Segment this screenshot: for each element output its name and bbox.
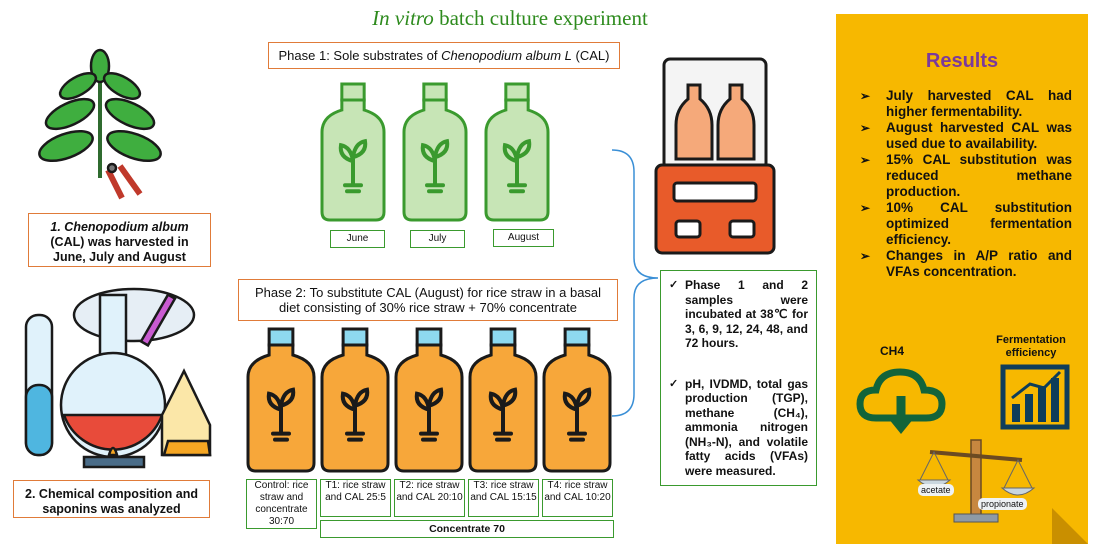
step1-box: 1. Chenopodium album (CAL) was harvested… [28, 213, 211, 267]
phase2-bottle-graphics [246, 327, 612, 473]
title-rest: batch culture experiment [439, 6, 648, 30]
title-italic: In vitro [372, 6, 434, 30]
step1-text: (CAL) was harvested in June, July and Au… [50, 235, 189, 264]
phase2-bottle [468, 327, 538, 473]
result-item: 15% CAL substitution was reduced methane… [860, 152, 1072, 200]
fermentation-label: Fermentation efficiency [996, 334, 1066, 359]
ch4-label: CH4 [880, 344, 905, 358]
phase2-bottle [542, 327, 612, 473]
phase1-bottle-graphics [320, 82, 550, 222]
incubator-icon [654, 57, 776, 255]
page-fold [1052, 508, 1088, 544]
result-item: 10% CAL substitution optimized fermentat… [860, 200, 1072, 248]
phase2-label-t4: T4: rice straw and CAL 10:20 [542, 479, 613, 517]
phase1-suffix: (CAL) [575, 48, 610, 63]
bar-chart-icon [1000, 364, 1070, 430]
methods-list: Phase 1 and 2 samples were incubated at … [669, 278, 808, 478]
methods-item: pH, IVDMD, total gas production (TGP), m… [669, 377, 808, 479]
phase1-bottle-label-june: June [330, 230, 385, 248]
phase1-bottle [320, 82, 386, 222]
phase1-bottles [320, 80, 550, 230]
propionate-label: propionate [978, 498, 1027, 510]
phase2-label-t3: T3: rice straw and CAL 15:15 [468, 479, 539, 517]
concentrate-label: Concentrate 70 [320, 520, 614, 538]
phase1-prefix: Phase 1: Sole substrates of [278, 48, 438, 63]
methods-item: Phase 1 and 2 samples were incubated at … [669, 278, 808, 351]
results-list: July harvested CAL had higher fermentabi… [860, 88, 1072, 280]
phase2-label-t1: T1: rice straw and CAL 25:5 [320, 479, 391, 517]
phase1-species: Chenopodium album L [441, 48, 572, 63]
phase1-bottle [484, 82, 550, 222]
results-panel: Results July harvested CAL had higher fe… [836, 14, 1088, 544]
phase1-label: Phase 1: Sole substrates of Chenopodium … [268, 42, 620, 69]
phase1-bottle-label-july: July [410, 230, 465, 248]
phase2-bottle [246, 327, 316, 473]
lab-flask-icon [24, 287, 212, 469]
step2-box: 2. Chemical composition and saponins was… [13, 480, 210, 518]
phase2-label-t2: T2: rice straw and CAL 20:10 [394, 479, 465, 517]
result-item: Changes in A/P ratio and VFAs concentrat… [860, 248, 1072, 280]
phase1-bottle-label-august: August [493, 229, 554, 247]
balance-scale-icon [916, 439, 1036, 523]
phase2-label-control: Control: rice straw and concentrate 30:7… [246, 479, 317, 529]
phase1-bottle [402, 82, 468, 222]
results-heading: Results [925, 50, 999, 72]
plant-scissors-icon [38, 48, 162, 200]
diagram-title: In vitro batch culture experiment [300, 6, 720, 31]
acetate-label: acetate [918, 484, 954, 496]
step1-species: 1. Chenopodium album [50, 220, 189, 234]
bracket-connector [611, 149, 659, 417]
methods-box: Phase 1 and 2 samples were incubated at … [660, 270, 817, 486]
phase2-bottle [320, 327, 390, 473]
phase2-bottle [394, 327, 464, 473]
result-item: August harvested CAL was used due to ava… [860, 120, 1072, 152]
phase2-bottles [244, 325, 619, 475]
cloud-download-icon [856, 368, 946, 434]
result-item: July harvested CAL had higher fermentabi… [860, 88, 1072, 120]
phase2-label: Phase 2: To substitute CAL (August) for … [238, 279, 618, 321]
